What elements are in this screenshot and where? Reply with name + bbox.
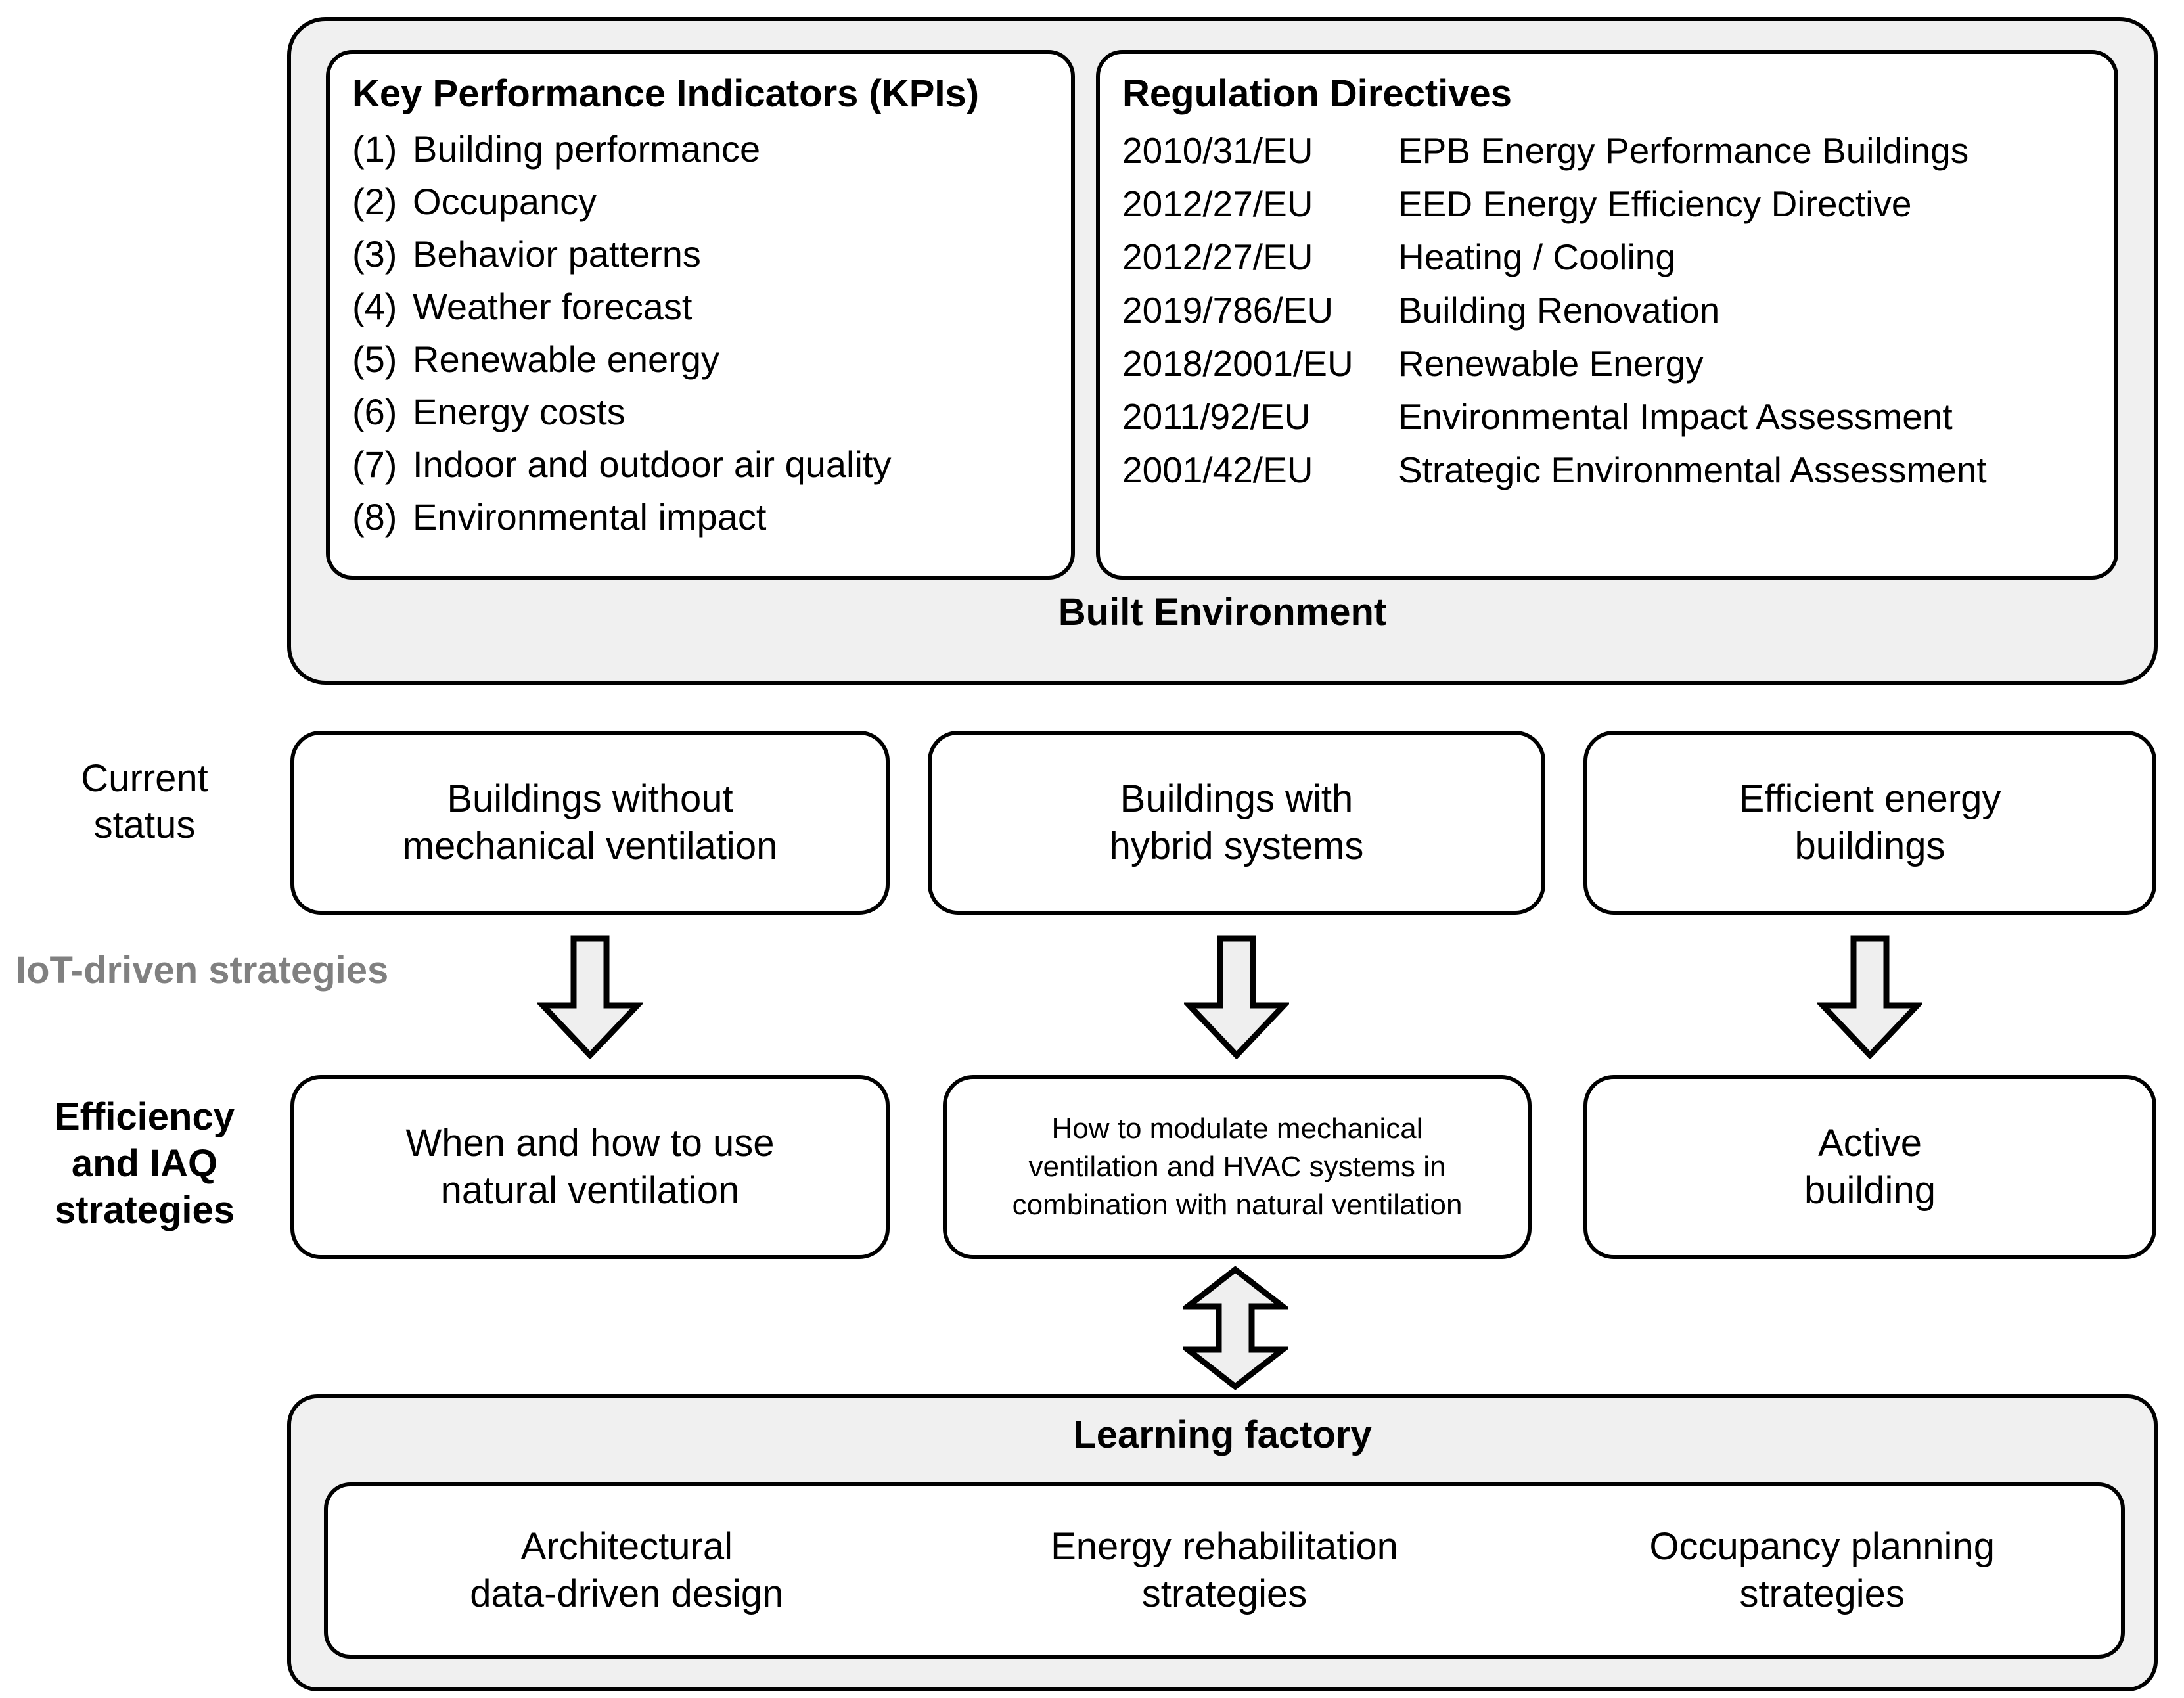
regulation-row-label: Building Renovation [1398, 289, 1720, 331]
arrow-down-icon-2 [1184, 934, 1289, 1059]
kpi-row-label: Occupancy [413, 180, 597, 222]
kpi-row-number: (4) [352, 285, 398, 327]
kpi-row-label: Building performance [413, 127, 761, 170]
kpi-row-number: (7) [352, 443, 398, 485]
regulation-row-label: Heating / Cooling [1398, 236, 1675, 277]
regulation-row-code: 2019/786/EU [1122, 289, 1334, 331]
regulation-row: 2018/2001/EU Renewable Energy [1122, 337, 2092, 390]
regulation-row-label: Environmental Impact Assessment [1398, 396, 1953, 437]
kpi-row: (7) Indoor and outdoor air quality [352, 438, 1049, 491]
kpi-row-label: Environmental impact [413, 495, 767, 538]
regulation-title: Regulation Directives [1122, 72, 1513, 115]
kpi-box: Key Performance Indicators (KPIs) (1) Bui… [326, 50, 1075, 580]
regulation-row-code: 2001/42/EU [1122, 449, 1313, 490]
kpi-row-number: (2) [352, 180, 398, 222]
regulation-row: 2019/786/EU Building Renovation [1122, 284, 2092, 337]
kpi-row: (3) Behavior patterns [352, 228, 1049, 281]
regulation-row-code: 2010/31/EU [1122, 129, 1313, 171]
kpi-row-number: (3) [352, 233, 398, 275]
kpi-row-number: (5) [352, 338, 398, 380]
regulation-row: 2010/31/EU EPB Energy Performance Buildin… [1122, 124, 2092, 177]
regulation-row-label: Renewable Energy [1398, 342, 1704, 384]
kpi-row-number: (1) [352, 127, 398, 170]
kpi-row-label: Indoor and outdoor air quality [413, 443, 892, 485]
learning-factory-title: Learning factory [1073, 1413, 1372, 1456]
kpi-row: (2) Occupancy [352, 175, 1049, 228]
built-environment-label: Built Environment [1058, 591, 1387, 633]
regulation-row-label: EPB Energy Performance Buildings [1398, 129, 1969, 171]
regulation-row: 2012/27/EU EED Energy Efficiency Directiv… [1122, 177, 2092, 231]
kpi-list: (1) Building performance (2) Occupancy (3) Be… [352, 123, 1049, 543]
kpi-row-label: Weather forecast [413, 285, 693, 327]
kpi-row: (6) Energy costs [352, 386, 1049, 438]
kpi-row: (1) Building performance [352, 123, 1049, 175]
regulation-row: 2012/27/EU Heating / Cooling [1122, 231, 2092, 284]
row-label-iot-driven-strategies: IoT-driven strategies [16, 949, 389, 992]
kpi-row-label: Behavior patterns [413, 233, 701, 275]
regulation-row: 2001/42/EU Strategic Environmental Assess… [1122, 444, 2092, 497]
kpi-row-number: (6) [352, 390, 398, 432]
regulation-row-label: EED Energy Efficiency Directive [1398, 183, 1912, 224]
kpi-row: (4) Weather forecast [352, 281, 1049, 333]
kpi-row: (5) Renewable energy [352, 333, 1049, 386]
regulation-row-code: 2018/2001/EU [1122, 342, 1354, 384]
regulation-directives-box: Regulation Directives 2010/31/EU EPB Ener… [1096, 50, 2118, 580]
regulation-row: 2011/92/EU Environmental Impact Assessmen… [1122, 390, 2092, 444]
regulation-row-code: 2012/27/EU [1122, 236, 1313, 277]
arrow-down-icon-3 [1817, 934, 1922, 1059]
kpi-title: Key Performance Indicators (KPIs) [352, 72, 980, 115]
arrow-up-down-icon [1183, 1266, 1288, 1390]
regulation-row-code: 2011/92/EU [1122, 396, 1311, 437]
regulation-list: 2010/31/EU EPB Energy Performance Buildin… [1122, 124, 2092, 497]
arrow-down-icon-1 [537, 934, 643, 1059]
kpi-row-label: Energy costs [413, 390, 626, 432]
kpi-row-number: (8) [352, 495, 398, 538]
kpi-row-label: Renewable energy [413, 338, 719, 380]
built-environment-panel: Key Performance Indicators (KPIs) (1) Bui… [287, 17, 2158, 685]
regulation-row-label: Strategic Environmental Assessment [1398, 449, 1987, 490]
kpi-row: (8) Environmental impact [352, 491, 1049, 543]
regulation-row-code: 2012/27/EU [1122, 183, 1313, 224]
